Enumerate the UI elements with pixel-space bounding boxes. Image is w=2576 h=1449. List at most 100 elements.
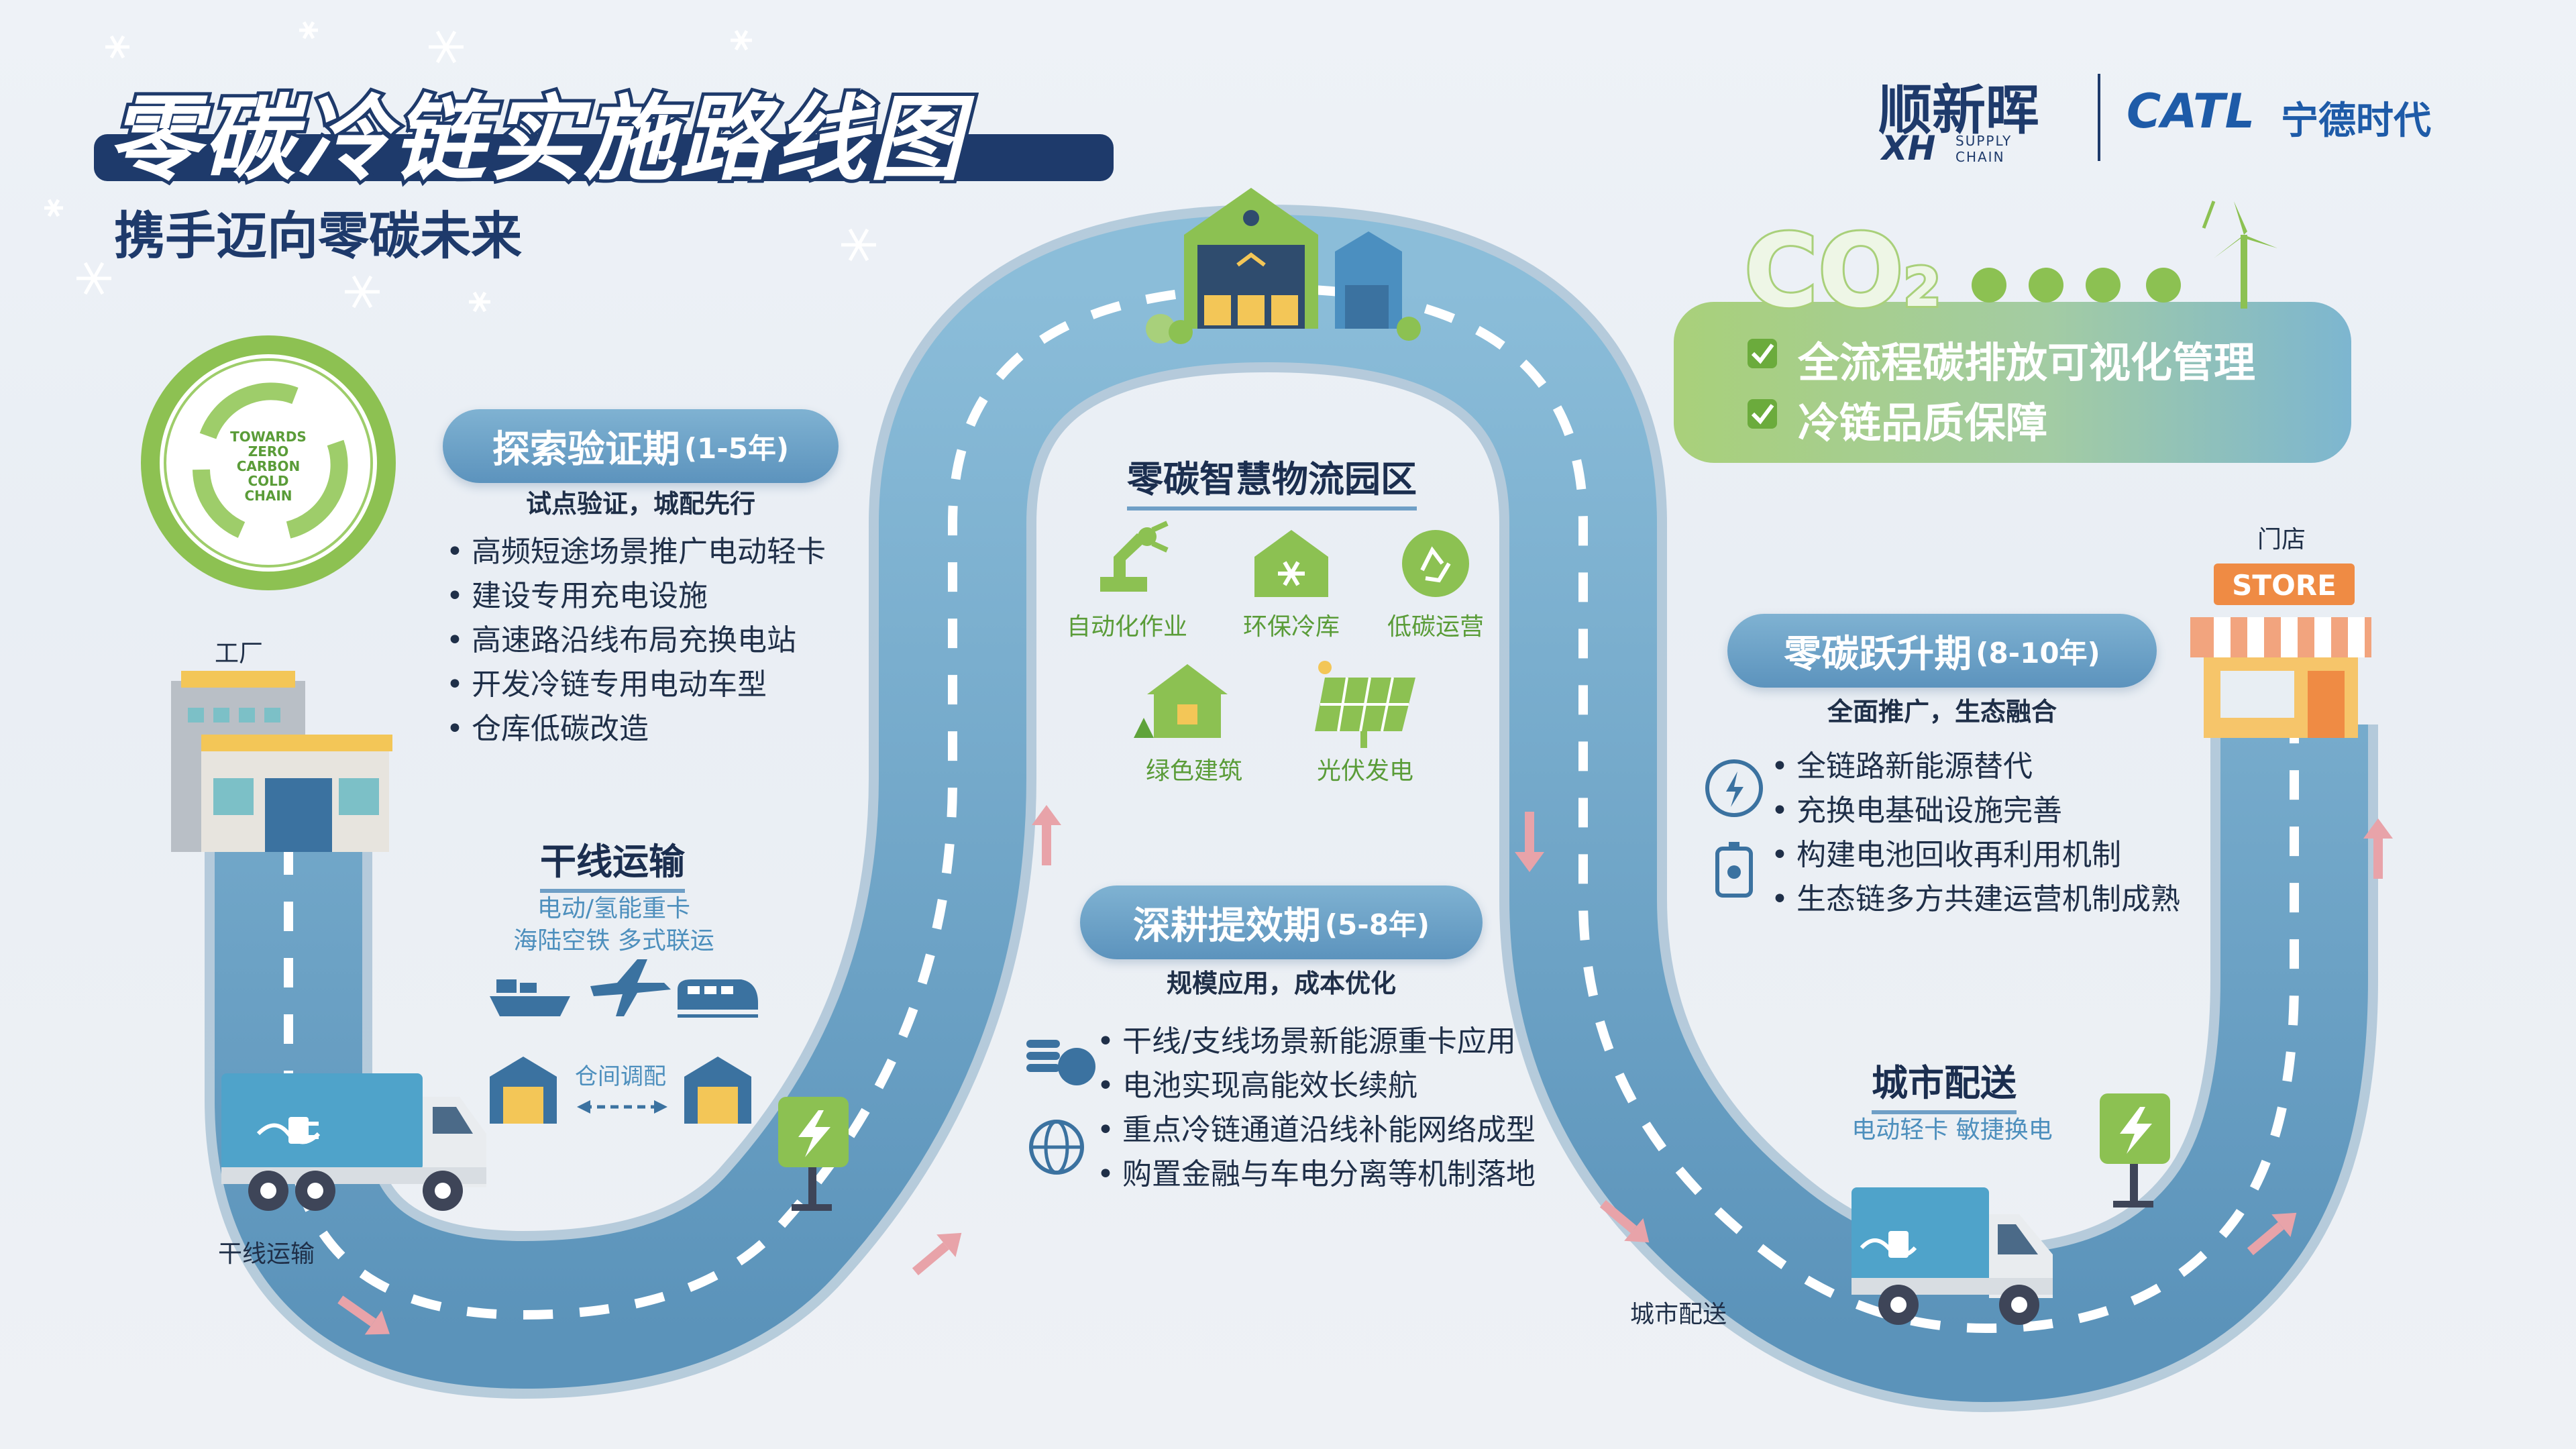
trunk-transport-label: 干线运输	[218, 1240, 315, 1268]
logistics-park-warehouse	[1146, 188, 1421, 344]
park-item-cold-storage: 环保冷库	[1242, 613, 1340, 641]
city-delivery-label: 城市配送	[1630, 1301, 1727, 1328]
badge-text: TOWARDS ZERO CARBON COLD CHAIN	[215, 429, 322, 503]
cold-storage-icon	[1254, 530, 1328, 597]
list-item: 生态链多方共建运营机制成熟	[1771, 877, 2180, 922]
page-title: 零碳冷链实施路线图	[104, 82, 965, 197]
stage1-subtitle: 试点验证，城配先行	[525, 489, 755, 519]
list-item: 重点冷链通道沿线补能网络成型	[1097, 1108, 1536, 1152]
park-title: 零碳智慧物流园区	[1127, 449, 1417, 511]
list-item: 高频短途场景推广电动轻卡	[446, 530, 826, 574]
shunxinhui-logo-chain: CHAIN	[1955, 149, 2005, 165]
badge-line: CHAIN	[244, 488, 292, 504]
plane-icon	[590, 959, 671, 1016]
direction-arrows	[337, 805, 2393, 1335]
badge-line: COLD	[248, 473, 289, 489]
stage2-icons	[1026, 1040, 1095, 1175]
arrow-icon	[2363, 818, 2393, 879]
shunxinhui-logo-supply: SUPPLY	[1955, 133, 2012, 149]
stage2-years: (5-8年)	[1324, 908, 1430, 941]
page-subtitle: 携手迈向零碳未来	[114, 206, 522, 266]
list-item: 开发冷链专用电动车型	[446, 663, 826, 707]
stage1-list: 高频短途场景推广电动轻卡 建设专用充电设施 高速路沿线布局充换电站 开发冷链专用…	[446, 530, 826, 751]
shunxinhui-logo-mark: XH	[1882, 129, 1936, 168]
city-title: 城市配送	[1872, 1053, 2017, 1114]
recycle-bin-icon	[2086, 268, 2121, 303]
snowflake-icon	[299, 21, 318, 40]
stage2-subtitle: 规模应用，成本优化	[1166, 969, 1396, 998]
park-item-automation: 自动化作业	[1067, 613, 1188, 641]
electric-truck	[221, 1073, 486, 1211]
snowflake-icon	[345, 275, 380, 309]
park-icons	[1100, 521, 1469, 748]
trunk-sub1: 电动/氢能重卡	[537, 895, 691, 922]
list-item: 高速路沿线布局充换电站	[446, 619, 826, 663]
badge-line: CARBON	[236, 458, 301, 474]
snowflake-icon	[76, 262, 111, 295]
stage1-pill: 探索验证期 (1-5年)	[443, 409, 839, 483]
stage2-pill: 深耕提效期 (5-8年)	[1080, 885, 1483, 959]
stage2-title: 深耕提效期	[1132, 904, 1321, 948]
snowflake-icon	[469, 291, 490, 313]
battery-icon	[1715, 842, 1753, 898]
co2-subscript: 2	[1902, 254, 1943, 321]
sun-icon	[1318, 661, 1332, 674]
catl-logo-en: CATL	[2127, 84, 2255, 139]
catl-logo-cn: 宁德时代	[2281, 99, 2431, 143]
list-item: 购置金融与车电分离等机制落地	[1097, 1152, 1536, 1197]
snowflake-icon	[105, 35, 129, 59]
store-sign: STORE	[2232, 569, 2337, 602]
logo-divider	[2098, 74, 2100, 161]
snowflake-icon	[841, 228, 876, 262]
arrow-icon	[1599, 1199, 1650, 1243]
list-item: 干线/支线场景新能源重卡应用	[1097, 1020, 1536, 1064]
stage3-subtitle: 全面推广，生态融合	[1827, 697, 2057, 727]
snowflake-icons	[44, 21, 876, 313]
globe-icon	[1029, 1120, 1084, 1175]
coin-stack-icon	[1026, 1040, 1095, 1085]
co2-main: CO	[1742, 213, 1906, 330]
co2-check-1: 全流程碳排放可视化管理	[1798, 338, 2256, 387]
stage3-title: 零碳跃升期	[1784, 632, 1972, 676]
water-energy-icon	[1705, 759, 1763, 817]
flame-icon	[1972, 268, 2006, 303]
train-icon	[678, 979, 758, 1018]
shunxinhui-logo: 顺新晖 XH SUPPLY CHAIN	[1878, 67, 2080, 168]
stage3-icons	[1705, 759, 1763, 898]
city-sub: 电动轻卡 敏捷换电	[1851, 1116, 2053, 1144]
list-item: 充换电基础设施完善	[1771, 789, 2180, 833]
park-item-solar: 光伏发电	[1316, 757, 1413, 785]
factory-label: 工厂	[215, 640, 264, 667]
dispatch-label: 仓间调配	[575, 1063, 666, 1090]
title-banner	[94, 134, 1114, 181]
arrow-icon	[2247, 1212, 2297, 1256]
list-item: 仓库低碳改造	[446, 707, 826, 751]
snowflake-icon	[44, 199, 63, 217]
trunk-sub2: 海陆空铁 多式联运	[513, 927, 714, 955]
transport-mode-icons	[490, 959, 758, 1018]
zero-carbon-badge	[141, 335, 396, 590]
list-item: 电池实现高能效长续航	[1097, 1064, 1536, 1108]
stage3-pill: 零碳跃升期 (8-10年)	[1727, 614, 2157, 688]
factory-building	[171, 671, 392, 852]
ship-icon	[490, 979, 570, 1016]
list-item: 全链路新能源替代	[1771, 745, 2180, 789]
stage1-title: 探索验证期	[492, 427, 680, 472]
badge-line: ZERO	[248, 443, 289, 460]
shunxinhui-logo-cn: 顺新晖	[1878, 78, 2039, 142]
warehouse-icons	[490, 1057, 751, 1124]
arrow-icon	[912, 1232, 962, 1276]
solar-panel-icon	[1315, 677, 1415, 748]
list-item: 建设专用充电设施	[446, 574, 826, 619]
snowflake-icon	[731, 30, 752, 51]
green-building-icon	[1134, 664, 1228, 738]
cloud-icon	[2146, 268, 2181, 303]
wind-turbine-icon	[2202, 201, 2277, 309]
charging-station-right	[2100, 1093, 2170, 1208]
co2-panel	[1674, 201, 2351, 463]
stage3-years: (8-10年)	[1976, 636, 2100, 669]
arrow-icon	[1515, 812, 1544, 872]
store-building	[2190, 564, 2371, 738]
trunk-title: 干线运输	[540, 832, 685, 893]
